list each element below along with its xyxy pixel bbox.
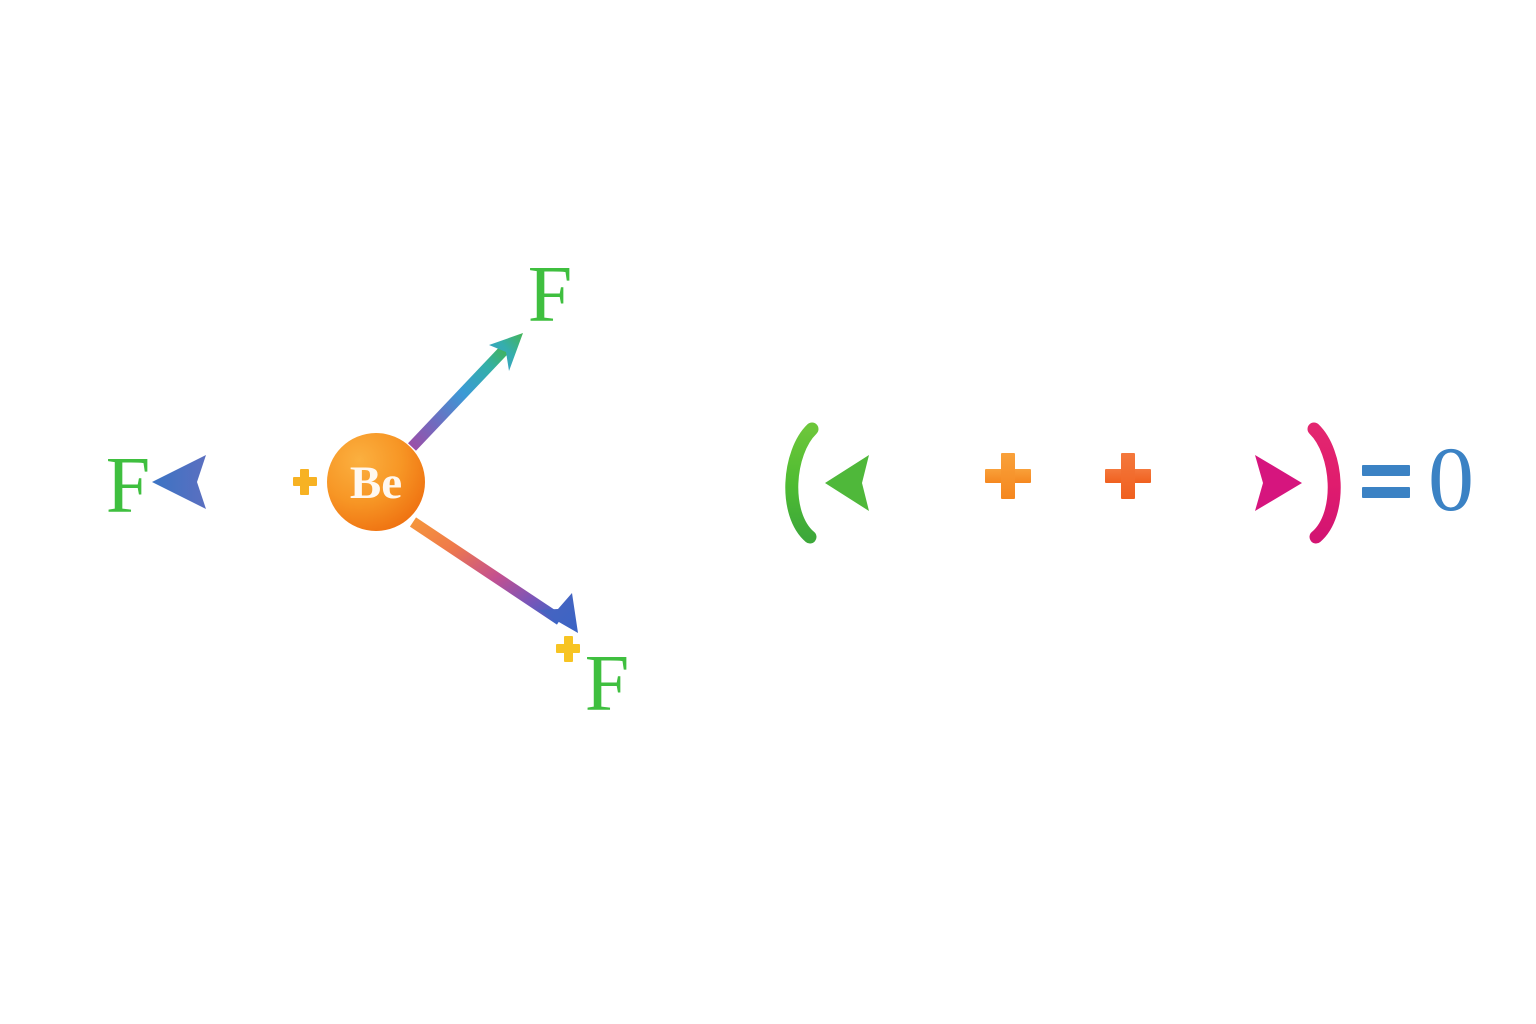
dipole-arrow-lower-right-head xyxy=(538,593,578,633)
fluorine-label-lower-right: F xyxy=(585,640,630,728)
close-paren xyxy=(1307,422,1341,544)
be-atom-label: Be xyxy=(350,457,402,509)
left-vector-arrow-head xyxy=(825,455,869,511)
dipole-arrow-lower-right xyxy=(409,517,578,633)
open-paren xyxy=(785,422,819,544)
be-atom-circle xyxy=(327,433,425,531)
central-atom-be: Be xyxy=(327,433,425,531)
plus-sign-second-vertical-bar xyxy=(1121,453,1135,499)
fluorine-label-left: F xyxy=(106,442,151,530)
plus-sign-first xyxy=(985,453,1031,499)
right-vector-arrow xyxy=(1180,455,1302,511)
equals-sign xyxy=(1362,465,1410,498)
molecule-group: Be F F F xyxy=(106,251,630,728)
vector-sum-equation: 0 xyxy=(785,422,1474,544)
equals-sign-bottom-bar xyxy=(1362,487,1410,498)
partial-charge-lower-right xyxy=(556,636,580,662)
partial-charge-lower-right-vertical-bar xyxy=(564,636,573,662)
plus-sign-first-vertical-bar xyxy=(1001,453,1015,499)
result-zero: 0 xyxy=(1428,428,1474,530)
fluorine-label-upper-right: F xyxy=(528,251,573,339)
plus-sign-second xyxy=(1105,453,1151,499)
dipole-arrow-lower-right-shaft xyxy=(409,517,564,625)
dipole-arrow-upper-right xyxy=(408,333,523,451)
dipole-arrow-upper-right-head xyxy=(489,333,523,371)
partial-charge-left xyxy=(293,469,317,495)
right-vector-arrow-head xyxy=(1255,455,1302,511)
dipole-arrow-upper-right-shaft xyxy=(408,345,509,451)
dipole-arrow-left-head xyxy=(152,455,206,509)
left-vector-arrow xyxy=(825,455,955,511)
partial-charge-left-vertical-bar xyxy=(300,469,309,495)
equals-sign-top-bar xyxy=(1362,465,1410,476)
